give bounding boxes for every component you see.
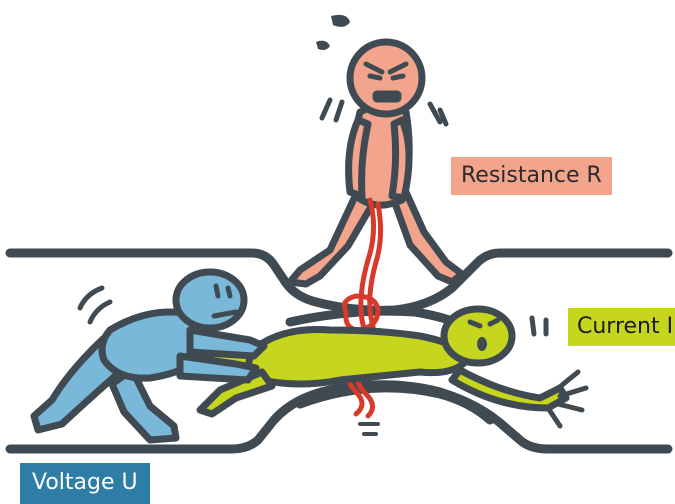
- voltage-figure: [34, 272, 264, 440]
- resistance-right-arm: [392, 120, 409, 198]
- resistance-left-leg: [290, 190, 372, 284]
- resistance-sweat-1: [331, 15, 350, 27]
- resistance-mouth: [374, 92, 400, 101]
- resistance-label: Resistance R: [451, 157, 612, 195]
- current-body: [247, 329, 470, 384]
- resistance-left-arm: [349, 120, 368, 196]
- voltage-arm-upper: [190, 330, 264, 356]
- resistance-head: [350, 42, 422, 114]
- pipe-constriction-bump: [300, 388, 490, 420]
- resistance-right-leg: [392, 190, 462, 282]
- current-head: [444, 309, 512, 363]
- resistance-figure: [290, 15, 462, 284]
- current-motion-marks: [532, 318, 546, 334]
- voltage-head: [176, 272, 244, 328]
- resistance-sweat-2: [316, 41, 330, 50]
- current-label: Current I: [568, 308, 675, 346]
- floor-dashes: [360, 424, 378, 434]
- voltage-label: Voltage U: [20, 463, 150, 504]
- current-mouth: [478, 338, 486, 350]
- voltage-effort-marks: [80, 288, 110, 322]
